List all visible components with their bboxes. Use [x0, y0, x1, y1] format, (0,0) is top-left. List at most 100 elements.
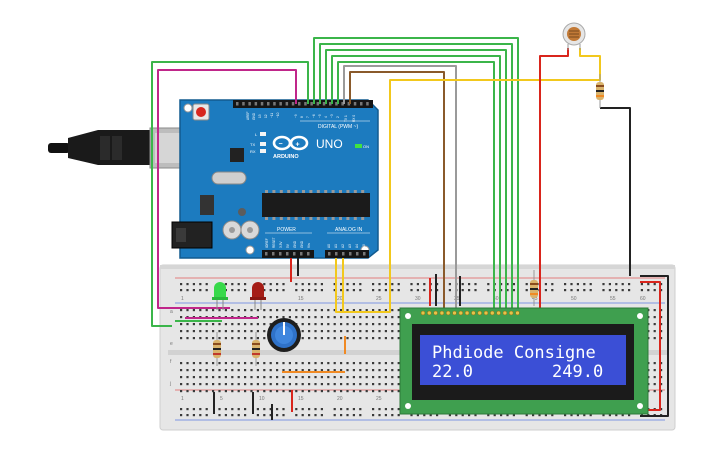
- breadboard-hole: [359, 369, 362, 372]
- potentiometer[interactable]: [267, 318, 301, 352]
- breadboard-hole: [295, 362, 298, 365]
- breadboard-hole: [180, 362, 183, 365]
- breadboard-hole: [500, 289, 503, 292]
- header-pin: [242, 102, 245, 106]
- pin-label: ~5: [318, 114, 322, 118]
- row-letter: f: [170, 359, 172, 365]
- breadboard-hole: [461, 414, 464, 417]
- breadboard-hole: [186, 289, 189, 292]
- row-letter: j: [169, 381, 171, 387]
- column-number: 60: [640, 296, 646, 302]
- wire-green-left[interactable]: [151, 61, 309, 327]
- wire-green-lcd-3[interactable]: [325, 49, 507, 312]
- photoresistor[interactable]: [562, 22, 586, 50]
- arduino-uno-board[interactable]: AREF GND 13 12 ~11 ~10 ~9 8 7 ~6 ~5 4 ~3…: [171, 99, 379, 259]
- breadboard-hole: [384, 376, 387, 379]
- header-pin: [335, 252, 338, 256]
- digital-label: DIGITAL (PWM ~): [318, 124, 358, 130]
- breadboard-hole: [308, 316, 311, 319]
- breadboard-hole: [308, 330, 311, 333]
- breadboard-hole: [192, 376, 195, 379]
- wire-yellow-sensor-top[interactable]: [579, 48, 601, 70]
- led-green[interactable]: [212, 282, 228, 310]
- pin-label: GND: [300, 240, 304, 248]
- resistor-3[interactable]: [530, 270, 538, 306]
- breadboard-hole: [493, 414, 496, 417]
- pin-label: ~10: [276, 112, 280, 118]
- breadboard-hole: [308, 414, 311, 417]
- breadboard-hole: [199, 330, 202, 333]
- resistor-1[interactable]: [213, 332, 221, 366]
- breadboard-hole: [327, 383, 330, 386]
- breadboard-hole: [231, 283, 234, 286]
- breadboard-hole: [205, 383, 208, 386]
- pin-label: ~11: [270, 113, 274, 118]
- power-label: POWER: [277, 227, 296, 233]
- breadboard-hole: [653, 283, 656, 286]
- breadboard-hole: [205, 289, 208, 292]
- breadboard-hole: [212, 390, 215, 393]
- breadboard-hole: [608, 283, 611, 286]
- breadboard-hole: [295, 316, 298, 319]
- breadboard-hole: [244, 323, 247, 326]
- breadboard-hole: [237, 362, 240, 365]
- breadboard-hole: [320, 283, 323, 286]
- wire-black-sensor[interactable]: [600, 107, 631, 276]
- breadboard-hole: [551, 289, 554, 292]
- breadboard-hole: [192, 323, 195, 326]
- breadboard-hole: [276, 369, 279, 372]
- wire-green-lcd-2[interactable]: [319, 43, 513, 312]
- header-pin: [328, 252, 331, 256]
- lcd-line-2-left: 22.0: [432, 362, 473, 382]
- breadboard-hole: [327, 316, 330, 319]
- breadboard-hole: [660, 408, 663, 411]
- breadboard-hole: [308, 376, 311, 379]
- wire-green-lcd-5[interactable]: [337, 61, 495, 312]
- wire-green-lcd-1[interactable]: [313, 37, 519, 312]
- breadboard-hole: [384, 330, 387, 333]
- chip-leg: [353, 217, 357, 220]
- chip-leg: [294, 190, 298, 193]
- breadboard-hole: [269, 316, 272, 319]
- wire-brown-lcd[interactable]: [349, 71, 445, 312]
- breadboard-hole: [378, 383, 381, 386]
- wire-red-lcd-right[interactable]: [640, 281, 661, 411]
- breadboard-hole: [352, 369, 355, 372]
- breadboard-hole: [346, 330, 349, 333]
- breadboard-hole: [282, 316, 285, 319]
- breadboard-hole: [320, 390, 323, 393]
- breadboard-hole: [474, 289, 477, 292]
- pin-label: ~6: [312, 114, 316, 118]
- wire-gray-lcd[interactable]: [343, 65, 457, 312]
- resistor-4[interactable]: [596, 74, 604, 108]
- breadboard-hole: [231, 390, 234, 393]
- analog-header[interactable]: [325, 250, 369, 258]
- breadboard-hole: [602, 289, 605, 292]
- breadboard-hole: [244, 414, 247, 417]
- breadboard-hole: [269, 289, 272, 292]
- column-number: 15: [298, 296, 304, 302]
- breadboard-hole: [378, 316, 381, 319]
- breadboard-hole: [333, 383, 336, 386]
- chip-leg: [361, 217, 365, 220]
- breadboard-hole: [365, 330, 368, 333]
- breadboard-hole: [352, 316, 355, 319]
- breadboard-hole: [263, 289, 266, 292]
- wire-red-sensor[interactable]: [539, 48, 569, 312]
- breadboard-hole: [359, 408, 362, 411]
- resistor-2[interactable]: [252, 332, 260, 366]
- led-red[interactable]: [250, 282, 266, 310]
- breadboard-hole: [660, 362, 663, 365]
- lcd-module[interactable]: Phdiode Consigne 22.0 249.0: [399, 307, 649, 415]
- breadboard-hole: [346, 414, 349, 417]
- wire-magenta-left[interactable]: [157, 69, 297, 309]
- wire-black-lcd-right[interactable]: [640, 275, 669, 417]
- breadboard-hole: [397, 337, 400, 340]
- chip-leg: [353, 190, 357, 193]
- wire-green-lcd-4[interactable]: [331, 55, 501, 312]
- breadboard-hole: [506, 289, 509, 292]
- digital-header[interactable]: [233, 100, 373, 108]
- breadboard-hole: [314, 323, 317, 326]
- breadboard-hole: [199, 309, 202, 312]
